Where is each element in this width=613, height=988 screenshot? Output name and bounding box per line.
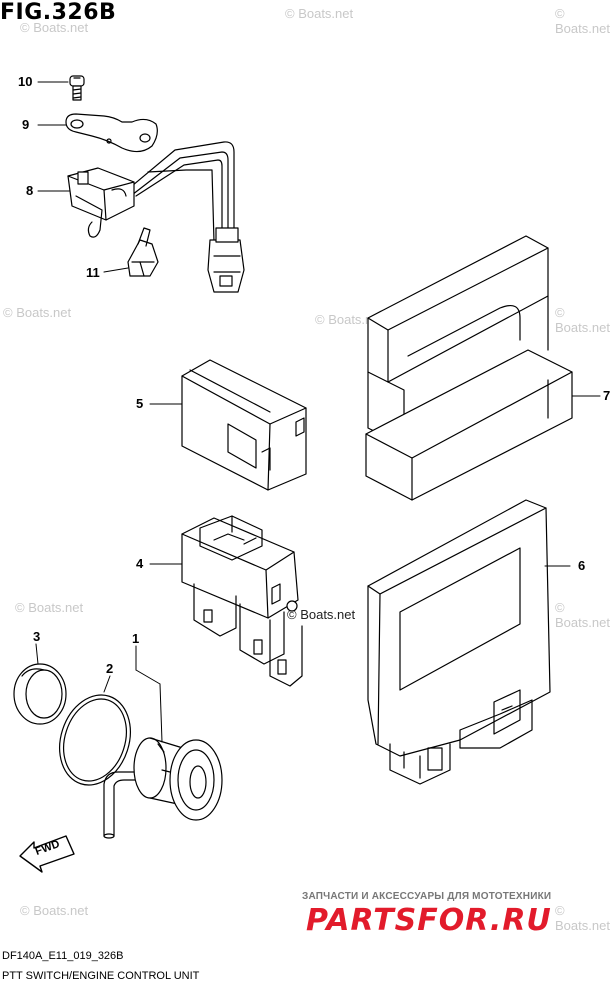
watermark: © Boats.net [555,600,610,630]
cover-part [181,359,307,491]
callout-6: 6 [578,558,586,573]
watermark: © Boats.net [555,6,610,36]
ecu-part [367,499,551,785]
screw-part [69,75,85,101]
watermark-prominent: © Boats.net [287,607,356,622]
figure-title: FIG.326B [0,0,117,25]
callout-10: 10 [18,74,33,89]
callout-9: 9 [22,117,30,132]
callout-8: 8 [26,183,34,198]
bracket-part [65,113,158,153]
watermark: © Boats.net [15,600,84,615]
grommet-part [13,663,67,725]
callout-5: 5 [136,396,144,411]
model-code: DF140A_E11_019_326B [2,950,124,962]
callout-7: 7 [603,388,611,403]
callout-2: 2 [106,661,114,676]
figure-caption: PTT SWITCH/ENGINE CONTROL UNIT [2,970,200,982]
leader-lines [35,81,601,743]
ecu-holder-part [365,235,573,501]
fwd-arrow-icon [19,835,75,873]
callout-11: 11 [86,265,100,280]
watermark: © Boats.net [20,903,89,918]
watermark: © Boats.net [3,305,72,320]
ptt-switch-assembly-part [103,737,223,839]
watermark: © Boats.net [555,305,610,335]
watermark: © Boats.net [315,312,384,327]
module-part [181,515,303,687]
shop-tagline: ЗАПЧАСТИ И АКСЕССУАРЫ ДЛЯ МОТОТЕХНИКИ [302,891,552,902]
callout-4: 4 [136,556,144,571]
callout-1: 1 [132,631,140,646]
watermark: © Boats.net [555,903,610,933]
shop-logo: PARTSFOR.RU [306,903,552,938]
o-ring-part [59,694,131,786]
clip-part [127,227,159,277]
callout-3: 3 [33,629,41,644]
watermark: © Boats.net [20,20,89,35]
ptt-switch-part [67,141,245,293]
watermark: © Boats.net [285,6,354,21]
